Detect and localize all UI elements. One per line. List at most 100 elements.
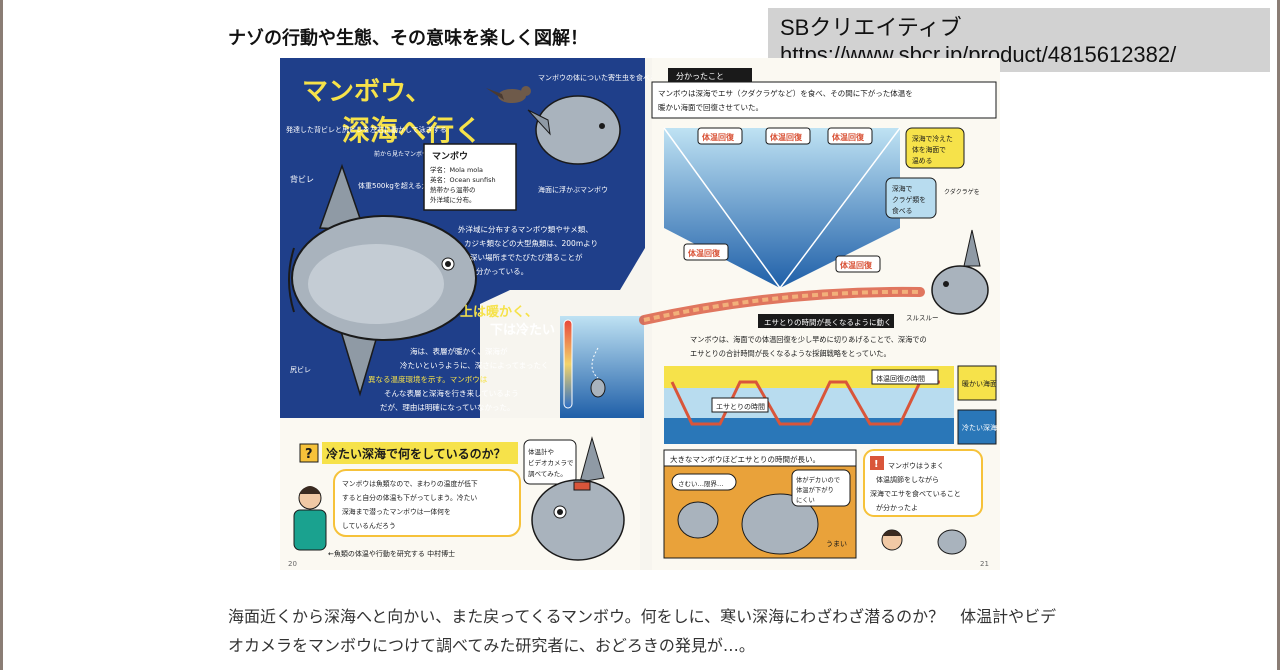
researcher-face-small [881,529,903,551]
time-banner-text: エサとりの時間が長くなるように動く [764,317,892,327]
big-fish-bubble-3: にくい [796,496,815,504]
found-label: 分かったこと [676,72,724,81]
window-border-right [1277,0,1280,670]
species-info-box [423,143,517,211]
conclusion-bubble [863,449,983,517]
recovery-time-label-box [871,369,939,385]
finding-text-2: 暖かい海面で回復させていた。 [658,102,763,112]
page-heading: ナゾの行動や生態、その意味を楽しく図解！ [228,28,588,49]
time-banner [758,314,894,328]
warm-note-2: 体を海面で [912,145,946,154]
jelly-note: クダクラゲを [944,188,980,196]
cold-heading: 下は冷たい [490,322,555,338]
researcher-bubble-2: すると自分の体温も下がってしまう。冷たい [342,493,477,502]
description-caption: 海面近くから深海へと向かい、また戻ってくるマンボウ。何をしに、寒い深海にわざわざ… [228,607,1057,655]
small-sunfish-right [937,529,967,555]
researcher-bubble-4: しているんだろう [342,522,396,530]
recover-badge-1: 体温回復 [702,132,735,142]
exclamation-icon [870,456,884,470]
window-border-left [0,0,3,670]
researcher-illustration [293,486,327,551]
device-note-box [523,439,577,485]
page-number-right: 21 [980,560,989,568]
recover-badge-2: 体温回復 [770,132,803,142]
strategy-text-1: マンボウは、海面での体温回復を少し早めに切りあげることで、深海での [690,335,927,344]
warm-note-1: 深海で冷えた [912,134,953,143]
sea-text-5: だが、理由は明確になっていなかった。 [380,402,514,412]
big-fish-bubble-2: 体温が下がり [796,485,834,494]
question-text: 冷たい深海で何をしているのか？ [326,446,506,461]
fin-note: 発達した背ビレと尻ビレを左右に動かして泳ぎする [286,125,447,134]
researcher-credit: ←魚類の体温や行動を研究する 中村博士 [328,549,455,558]
sunfish-eating-jellyfish [639,229,989,325]
label-front-view: 前から見たマンボウ [374,150,428,158]
eat-note-3: 食べる [892,206,912,215]
small-fish-bubble [671,473,737,491]
cold-sea-label-box [957,409,997,445]
yum-text: うまい [826,540,847,548]
body-text-3: 深い場所までたびたび潜ることが [470,252,583,262]
big-fish-bubble [791,469,851,507]
researcher-speech-bubble [333,469,521,537]
conclusion-3: 深海でエサを食べていること [870,489,961,498]
found-label-box [668,68,752,82]
warm-note-3: 温める [912,156,932,165]
weight-note: 体重500kgを超える大型のフグ目魚類 [358,181,478,190]
large-sunfish-illustration [288,163,477,397]
eat-note-box [885,177,937,219]
surface-sunfish-illustration [527,95,621,165]
researcher-bubble-3: 深海まで潜ったマンボウは一体何を [342,507,451,516]
device-note-2: ビデオカメラで [528,458,574,467]
spread-svg: マンボウ、 深海へ行く マンボウの体についた寄生虫を食べるカモメ 海面に浮かぶマ… [280,58,1000,570]
big-sunfish [741,493,819,555]
label-anal: 尻ビレ [290,365,311,374]
size-comparison-header [663,449,857,467]
device-note-1: 体温計や [528,447,554,456]
svg-text:?: ? [305,447,313,462]
recover-badges: 体温回復 体温回復 体温回復 体温回復 体温回復 [683,127,881,273]
strategy-text-2: エサとりの合計時間が長くなるような採餌戦略をとっていた。 [690,349,891,358]
body-text-2: カジキ類などの大型魚類は、200mより [464,238,598,248]
slurp-sound: スルスルー [906,314,939,322]
researcher-bubble-1: マンボウは魚類なので、まわりの温度が低下 [342,479,478,488]
size-comparison-title: 大きなマンボウほどエサとりの時間が長い。 [670,454,820,464]
body-text-1: 外洋域に分布するマンボウ類やサメ類、 [458,224,593,234]
conclusion-4: が分かったよ [876,503,918,512]
thermometer [563,319,573,409]
sea-text-2: 冷たいというように、深さによってまったく [400,360,549,370]
title-line1: マンボウ、 [302,77,431,107]
sea-text-3: 異なる温度環境を示す。マンボウは [368,374,488,384]
sunfish-with-camera-illustration [531,436,625,561]
conclusion-1: マンボウはうまく [888,462,944,470]
question-mark-icon [299,443,319,463]
dive-diagram-lines [663,127,901,290]
title-line2: 深海へ行く [342,114,482,147]
device-note-3: 調べてみた。 [528,469,567,478]
publisher-name: SBクリエイティブ [780,15,962,40]
small-sunfish [677,501,719,539]
eat-note-2: クラゲ類を [892,195,926,204]
eat-note-1: 深海で [892,184,913,193]
warm-heading: 上は暖かく、 [460,304,538,320]
info-line3: 熱帯から温帯の [430,185,476,194]
warm-sea-label-box [957,365,997,401]
depth-water-column [560,316,644,418]
sea-text-4: そんな表層と深海を行き来しているよう [384,388,519,398]
time-graph-cold-band [664,418,954,444]
seagull-illustration [486,86,531,103]
body-text-4: 分かっている。 [476,267,528,276]
dive-profile-line [670,380,940,426]
conclusion-2: 体温調節をしながら [876,475,939,484]
book-spread-illustration: マンボウ、 深海へ行く マンボウの体についた寄生虫を食べるカモメ 海面に浮かぶマ… [280,58,1000,570]
feeding-time-label: エサとりの時間 [716,403,765,411]
info-title: マンボウ [432,150,468,162]
sea-text-1: 海は、表層が暖かく、深海が [410,346,508,356]
small-fish-bubble-text: さむい…限界… [678,479,724,488]
page-number-left: 20 [288,560,297,568]
finding-box [651,81,997,119]
diving-sunfish-small [590,347,606,398]
recover-badge-5: 体温回復 [840,260,873,270]
bird-note: マンボウの体についた寄生虫を食べるカモメ [538,73,678,82]
info-line1: 学名：Mola mola [430,165,483,174]
finding-text-1: マンボウは深海でエサ（クダクラゲなど）を食べ、その間に下がった体温を [658,88,913,98]
